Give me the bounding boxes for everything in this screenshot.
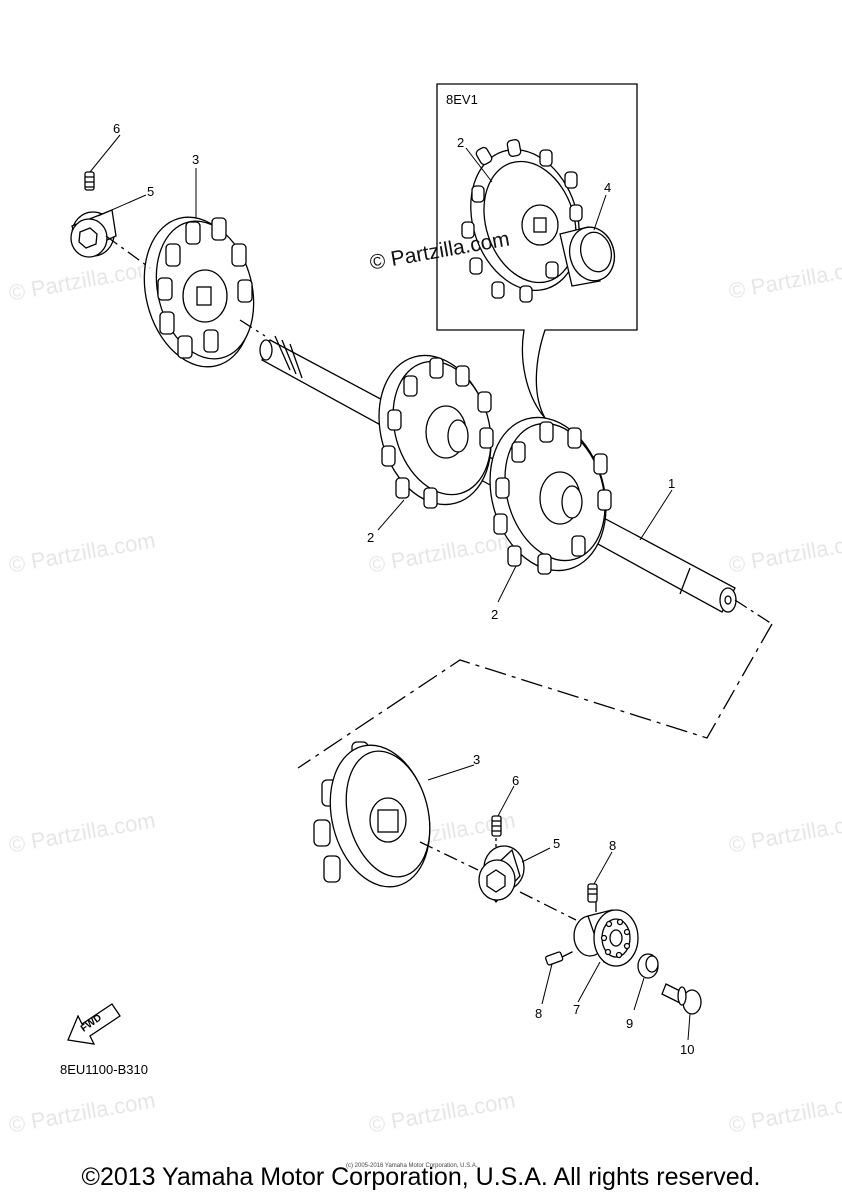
bearing-part-4 [559,226,616,287]
inset-label: 8EV1 [446,92,478,107]
set-screw-part-8-side [545,951,564,966]
callout-5: 5 [147,184,155,199]
bolt-part-10 [661,983,702,1015]
diagram-code: 8EU1100-B310 [60,1062,148,1077]
bearing-part-7 [573,909,639,967]
callout-9: 9 [626,1016,634,1031]
washer-part-9 [637,953,659,979]
drive-wheel-part-3-lower [313,741,431,888]
copyright-notice: ©2013 Yamaha Motor Corporation, U.S.A. A… [81,1163,761,1191]
leader-lines [89,134,691,1041]
callout-2: 2 [491,607,499,622]
phantom-line-upper [105,235,773,625]
set-screw-part-8 [587,883,598,903]
callout-5: 5 [553,836,561,851]
callout-2: 2 [367,530,375,545]
phantom-connector [297,623,773,769]
callout-3: 3 [473,752,481,767]
callout-8: 8 [609,838,617,853]
small-copyright: (c) 2005-2016 Yamaha Motor Corporation, … [346,1163,478,1169]
callout-7: 7 [573,1002,581,1017]
callout-6: 6 [113,121,121,136]
collar-part-5-lower [478,845,525,904]
collar-part-5 [70,209,117,258]
callout-6: 6 [512,773,520,788]
callout-8: 8 [535,1006,543,1021]
callout-4: 4 [604,180,612,195]
callout-2: 2 [457,135,465,150]
drive-wheel-part-3 [143,216,255,368]
set-screw-part-6-lower [491,815,502,852]
sprocket-part-2-right [489,416,612,575]
set-screw-part-6 [84,171,95,191]
callout-3: 3 [192,152,200,167]
fwd-arrow-icon [67,1003,121,1045]
sprocket-part-2-left [378,354,494,509]
callout-10: 10 [680,1042,695,1057]
callout-1: 1 [668,476,676,491]
inset-sprocket [461,139,583,303]
